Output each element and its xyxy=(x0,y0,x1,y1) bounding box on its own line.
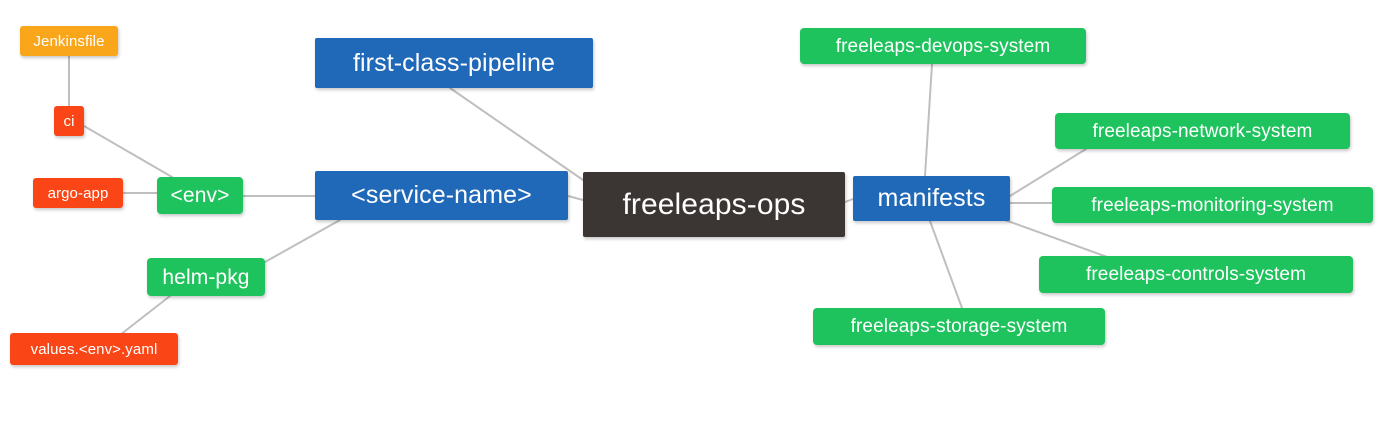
edge-service-name-to-helm-pkg xyxy=(264,219,341,263)
mindmap-node-values-env-yaml[interactable]: values.<env>.yaml xyxy=(10,333,178,365)
edge-manifests-to-freeleaps-controls-system xyxy=(1004,219,1111,259)
mindmap-node-service-name[interactable]: <service-name> xyxy=(315,171,568,220)
mindmap-node-freeleaps-storage-system[interactable]: freeleaps-storage-system xyxy=(813,308,1105,345)
edge-freeleaps-ops-to-first-class-pipeline xyxy=(449,87,584,181)
mindmap-node-ci[interactable]: ci xyxy=(54,106,84,136)
mindmap-node-freeleaps-devops-system[interactable]: freeleaps-devops-system xyxy=(800,28,1086,64)
mindmap-node-freeleaps-monitoring-system[interactable]: freeleaps-monitoring-system xyxy=(1052,187,1373,223)
mindmap-node-argo-app[interactable]: argo-app xyxy=(33,178,123,208)
mindmap-node-freeleaps-network-system[interactable]: freeleaps-network-system xyxy=(1055,113,1350,149)
edge-helm-pkg-to-values-env-yaml xyxy=(119,295,171,336)
mindmap-node-manifests[interactable]: manifests xyxy=(853,176,1010,221)
mindmap-node-first-class-pipeline[interactable]: first-class-pipeline xyxy=(315,38,593,88)
edge-env-to-ci xyxy=(83,125,173,178)
mindmap-node-jenkinsfile[interactable]: Jenkinsfile xyxy=(20,26,118,56)
mindmap-node-freeleaps-controls-system[interactable]: freeleaps-controls-system xyxy=(1039,256,1353,293)
edge-freeleaps-ops-to-manifests xyxy=(844,198,854,203)
mindmap-node-env[interactable]: <env> xyxy=(157,177,243,214)
mindmap-node-helm-pkg[interactable]: helm-pkg xyxy=(147,258,265,296)
edge-manifests-to-freeleaps-devops-system xyxy=(924,63,933,177)
edge-manifests-to-freeleaps-storage-system xyxy=(929,220,963,309)
edge-freeleaps-ops-to-service-name xyxy=(567,195,584,201)
mindmap-node-freeleaps-ops[interactable]: freeleaps-ops xyxy=(583,172,845,237)
